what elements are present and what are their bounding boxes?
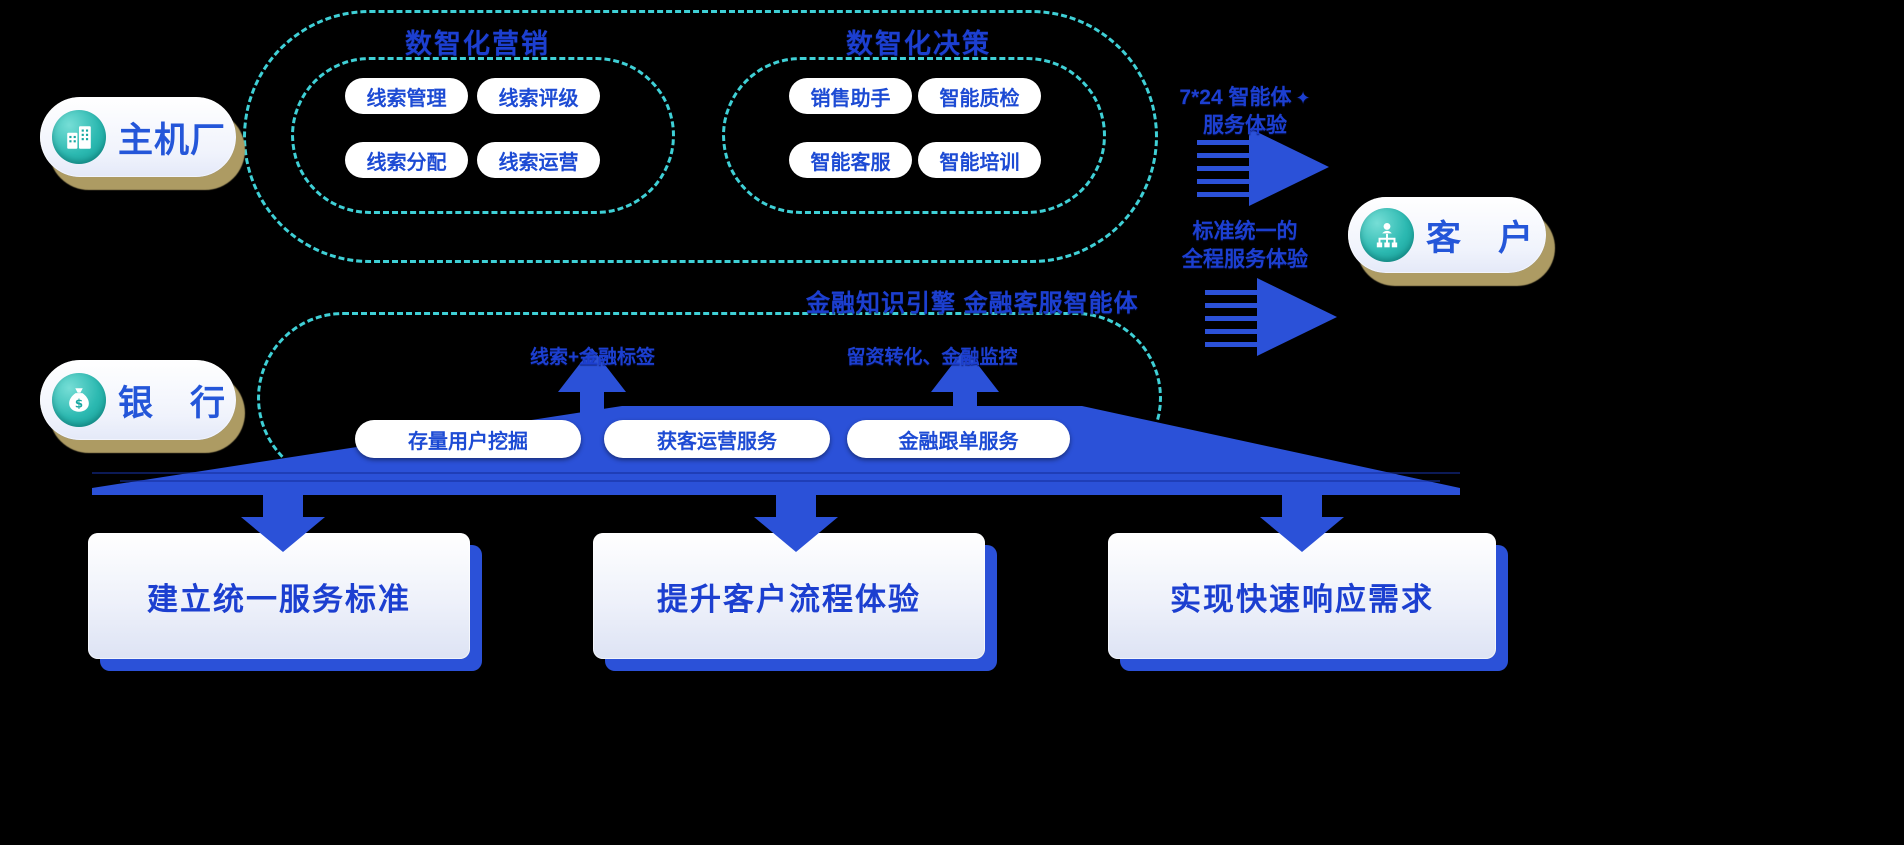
outcome-card-label: 建立统一服务标准 [147,581,411,617]
decision-title: 数智化决策 [846,29,991,59]
marketing-group-border [291,57,675,214]
badge-customer-label: 客 户 [1426,218,1535,258]
experience-label-top-line1: 7*24 智能体✦ [1150,84,1340,112]
bank-group-border [257,312,1162,484]
outcome-card-label: 实现快速响应需求 [1170,581,1434,617]
badge-oem-label: 主机厂 [118,120,227,160]
pill-lead-management: 线索管理 [345,78,468,114]
decision-group-border [722,57,1106,214]
svg-text:$: $ [75,397,83,411]
pill-finance-followup: 金融跟单服务 [847,420,1070,458]
oem-capability-group-border [243,10,1158,263]
finance-engine-heading: 金融知识引擎 金融客服智能体 [806,290,1139,317]
up-arrow-icon [931,348,999,428]
pill-smart-training: 智能培训 [918,142,1041,178]
experience-label-top-line2: 服务体验 [1203,114,1287,137]
right-arrow-icon [1197,128,1329,206]
customer-network-icon [1360,208,1414,262]
outcome-card: 建立统一服务标准 [88,533,470,659]
sparkle-icon: ✦ [1295,88,1311,108]
pill-existing-user-mining: 存量用户挖掘 [355,420,581,458]
badge-oem: 主机厂 [40,97,236,177]
pill-smart-qc: 智能质检 [918,78,1041,114]
experience-label-top: 7*24 智能体✦ 服务体验 [1150,84,1340,140]
outcome-card-label: 提升客户流程体验 [657,581,921,617]
flow-up-left-label: 线索+金融标签 [529,347,656,368]
marketing-title: 数智化营销 [405,29,550,59]
badge-bank: $ 银 行 [40,360,236,440]
outcome-card: 提升客户流程体验 [593,533,985,659]
badge-bank-label: 银 行 [118,383,227,423]
pill-lead-rating: 线索评级 [477,78,600,114]
outcome-card: 实现快速响应需求 [1108,533,1496,659]
moneybag-icon: $ [52,373,106,427]
pill-lead-operation: 线索运营 [477,142,600,178]
building-icon [52,110,106,164]
right-arrow-icon [1205,278,1337,356]
experience-label-bottom-line1: 标准统一的 [1192,220,1298,243]
experience-label-bottom: 标准统一的 全程服务体验 [1155,218,1335,274]
experience-label-bottom-line2: 全程服务体验 [1182,248,1308,271]
pill-acquisition-operation: 获客运营服务 [604,420,830,458]
pill-sales-assistant: 销售助手 [789,78,912,114]
up-arrow-icon [558,348,626,428]
flow-up-right-label: 留资转化、金融监控 [846,347,1018,368]
badge-customer: 客 户 [1348,197,1546,273]
pill-lead-distribution: 线索分配 [345,142,468,178]
experience-text: 7*24 智能体 [1179,86,1292,109]
pill-smart-service: 智能客服 [789,142,912,178]
